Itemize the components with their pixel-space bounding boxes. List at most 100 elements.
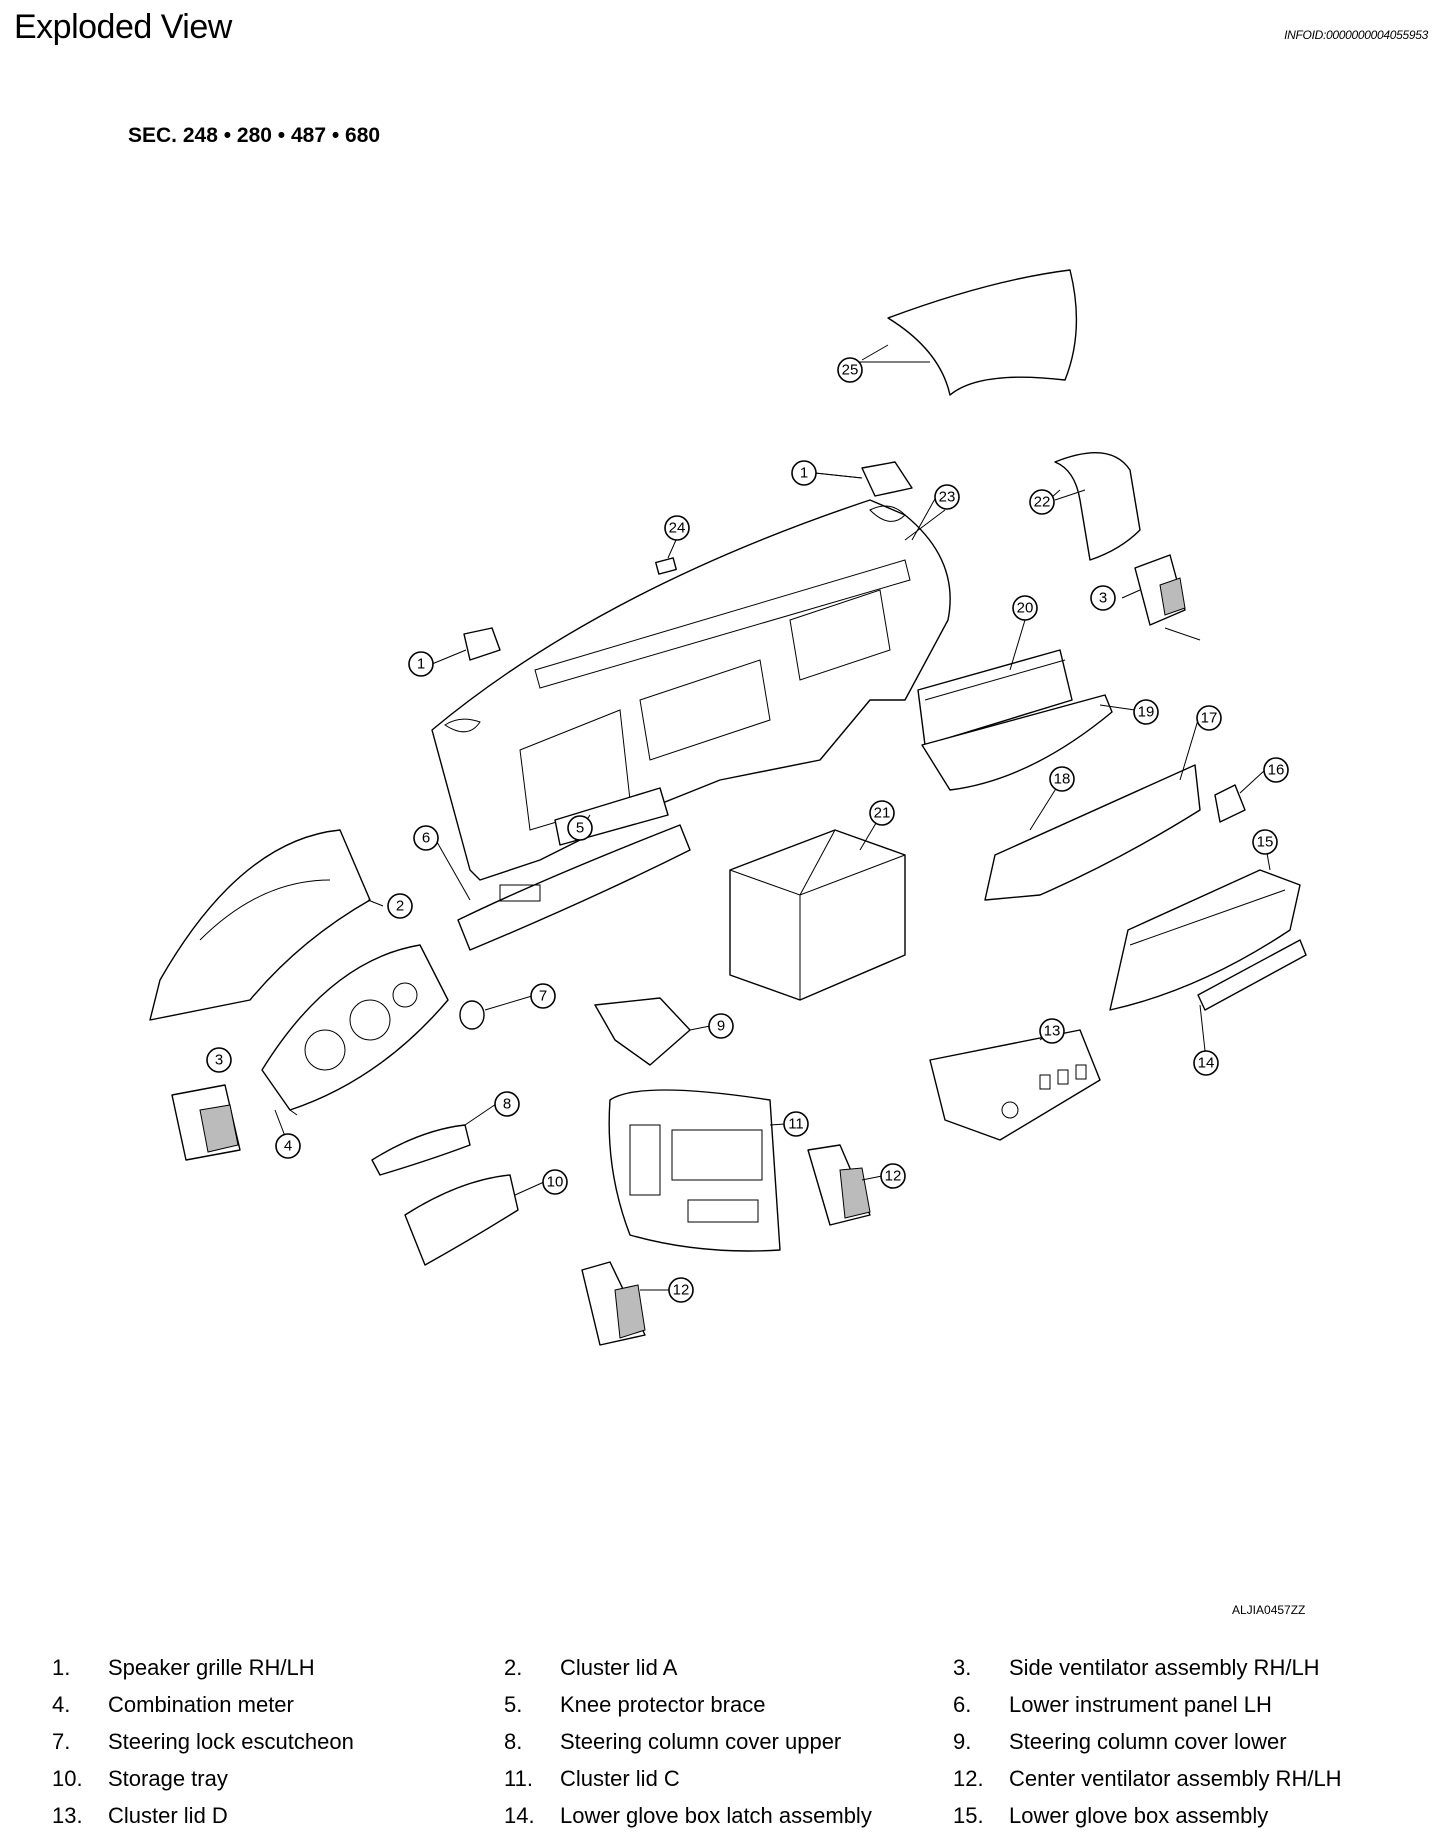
part-bracket bbox=[1214, 784, 1246, 823]
callout-10: 10 bbox=[542, 1169, 568, 1195]
svg-text:25: 25 bbox=[842, 362, 859, 379]
part-instrument-panel bbox=[431, 499, 951, 881]
legend-number: 10. bbox=[52, 1766, 83, 1791]
legend-label: Steering column cover upper bbox=[560, 1729, 842, 1754]
part-center-ventilator-lh bbox=[581, 1261, 646, 1346]
callout-3a: 3 bbox=[1090, 585, 1116, 611]
callout-19: 19 bbox=[1133, 699, 1159, 725]
part-side-ventilator-rh bbox=[1134, 554, 1201, 641]
svg-text:5: 5 bbox=[576, 820, 584, 837]
callout-25: 25 bbox=[837, 357, 863, 383]
legend-number: 2. bbox=[504, 1655, 523, 1680]
svg-text:16: 16 bbox=[1268, 762, 1285, 779]
svg-text:14: 14 bbox=[1198, 1055, 1215, 1072]
svg-text:8: 8 bbox=[503, 1096, 511, 1113]
callout-9: 9 bbox=[708, 1013, 734, 1039]
callout-15: 15 bbox=[1252, 829, 1278, 855]
svg-text:24: 24 bbox=[669, 520, 686, 537]
callout-14: 14 bbox=[1193, 1050, 1219, 1076]
legend-label: Lower glove box assembly bbox=[1009, 1803, 1269, 1828]
svg-text:3: 3 bbox=[215, 1052, 223, 1069]
parts-legend: 1. Speaker grille RH/LH 2. Cluster lid A 3. S… bbox=[0, 1655, 1456, 1845]
part-lower-glove-box bbox=[1109, 869, 1301, 1011]
svg-text:21: 21 bbox=[874, 805, 891, 822]
legend-label: Steering column cover lower bbox=[1009, 1729, 1287, 1754]
section-reference: SEC. 248 • 280 • 487 • 680 bbox=[128, 124, 381, 147]
legend-label: Speaker grille RH/LH bbox=[108, 1655, 315, 1680]
svg-text:1: 1 bbox=[417, 656, 425, 673]
callout-12a: 12 bbox=[880, 1163, 906, 1189]
legend-number: 14. bbox=[504, 1803, 535, 1828]
callout-21: 21 bbox=[869, 800, 895, 826]
svg-text:18: 18 bbox=[1054, 771, 1071, 788]
part-lower-panel-rh bbox=[921, 694, 1113, 791]
legend-label: Steering lock escutcheon bbox=[108, 1729, 354, 1754]
svg-text:15: 15 bbox=[1257, 834, 1274, 851]
part-steering-lock-escutcheon bbox=[459, 1000, 485, 1030]
callout-17: 17 bbox=[1196, 705, 1222, 731]
info-id: INFOID:0000000004055953 bbox=[1284, 28, 1428, 42]
legend-label: Cluster lid C bbox=[560, 1766, 680, 1791]
legend-label: Center ventilator assembly RH/LH bbox=[1009, 1766, 1342, 1791]
part-cluster-lid-a bbox=[149, 829, 371, 1021]
legend-number: 12. bbox=[953, 1766, 984, 1791]
callout-24: 24 bbox=[664, 515, 690, 541]
legend-label: Side ventilator assembly RH/LH bbox=[1009, 1655, 1320, 1680]
part-glove-box-latch bbox=[1197, 939, 1307, 1011]
legend-number: 4. bbox=[52, 1692, 71, 1717]
svg-text:11: 11 bbox=[788, 1116, 804, 1133]
svg-text:12: 12 bbox=[885, 1168, 902, 1185]
legend-number: 3. bbox=[953, 1655, 972, 1680]
part-speaker-grille-lh bbox=[431, 627, 501, 665]
part-side-ventilator-lh bbox=[171, 1084, 241, 1161]
legend-label: Lower glove box latch assembly bbox=[560, 1803, 872, 1828]
part-sensor bbox=[655, 539, 677, 575]
part-speaker-grille-rh bbox=[814, 461, 913, 497]
callout-7: 7 bbox=[530, 983, 556, 1009]
part-audio-unit bbox=[729, 829, 906, 1001]
callout-3b: 3 bbox=[206, 1047, 232, 1073]
legend-number: 11. bbox=[504, 1766, 533, 1791]
callout-5: 5 bbox=[567, 815, 593, 841]
svg-text:12: 12 bbox=[673, 1282, 690, 1299]
part-glove-box-frame bbox=[917, 649, 1073, 746]
callout-4: 4 bbox=[275, 1133, 301, 1159]
legend-number: 7. bbox=[52, 1729, 71, 1754]
callout-8: 8 bbox=[494, 1091, 520, 1117]
svg-text:1: 1 bbox=[800, 465, 808, 482]
callout-22: 22 bbox=[1029, 489, 1055, 515]
callout-23: 23 bbox=[934, 484, 960, 510]
part-storage-tray bbox=[404, 1174, 519, 1266]
legend-number: 15. bbox=[953, 1803, 984, 1828]
part-steering-column-cover-lower bbox=[594, 997, 691, 1066]
part-combination-meter bbox=[261, 944, 449, 1111]
part-cluster-lid-c bbox=[608, 1089, 781, 1252]
figure-id: ALJIA0457ZZ bbox=[1232, 1603, 1306, 1617]
legend-label: Storage tray bbox=[108, 1766, 228, 1791]
svg-text:20: 20 bbox=[1017, 600, 1034, 617]
callout-2: 2 bbox=[387, 893, 413, 919]
part-lower-panel-upper bbox=[984, 764, 1201, 901]
callout-18: 18 bbox=[1049, 766, 1075, 792]
svg-text:2: 2 bbox=[396, 898, 404, 915]
svg-text:22: 22 bbox=[1034, 494, 1051, 511]
legend-number: 5. bbox=[504, 1692, 523, 1717]
part-steering-column-cover-upper bbox=[371, 1124, 471, 1176]
legend-number: 1. bbox=[52, 1655, 71, 1680]
legend-label: Cluster lid D bbox=[108, 1803, 228, 1828]
part-cluster-lid-d bbox=[929, 1029, 1101, 1141]
callout-12b: 12 bbox=[668, 1277, 694, 1303]
svg-text:7: 7 bbox=[539, 988, 547, 1005]
svg-text:19: 19 bbox=[1138, 704, 1155, 721]
legend-number: 8. bbox=[504, 1729, 523, 1754]
svg-text:6: 6 bbox=[422, 830, 430, 847]
callout-20: 20 bbox=[1012, 595, 1038, 621]
callout-16: 16 bbox=[1263, 757, 1289, 783]
part-lower-instrument-panel-lh bbox=[457, 824, 691, 951]
svg-text:17: 17 bbox=[1201, 710, 1218, 727]
legend-label: Lower instrument panel LH bbox=[1009, 1692, 1272, 1717]
legend-label: Cluster lid A bbox=[560, 1655, 678, 1680]
legend-number: 13. bbox=[52, 1803, 83, 1828]
callout-6: 6 bbox=[413, 825, 439, 851]
